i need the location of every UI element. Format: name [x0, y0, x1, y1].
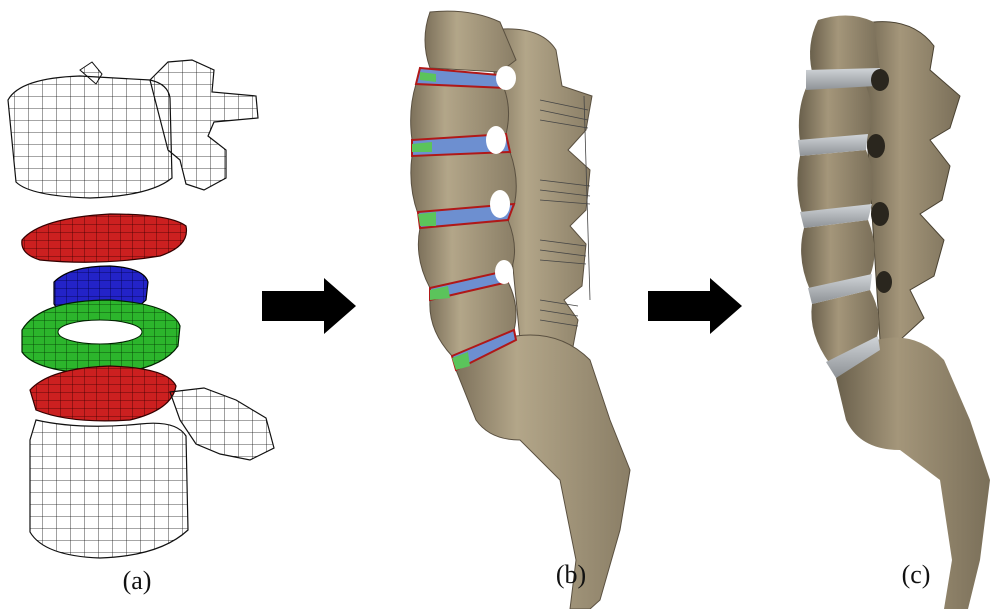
lower-endplate-red	[30, 366, 176, 421]
caption-b: (b)	[541, 560, 601, 590]
panel-a-exploded-mesh	[8, 60, 274, 558]
arrow-right-icon	[262, 278, 356, 334]
upper-endplate-red	[22, 214, 187, 262]
panel-b-spine-model	[411, 11, 630, 609]
annulus-green	[22, 300, 180, 374]
panel-c-rendered-spine	[797, 15, 990, 609]
upper-vertebra-mesh	[8, 60, 258, 198]
arrow-right-icon	[648, 278, 742, 334]
caption-c: (c)	[886, 560, 946, 590]
caption-a: (a)	[107, 566, 167, 596]
